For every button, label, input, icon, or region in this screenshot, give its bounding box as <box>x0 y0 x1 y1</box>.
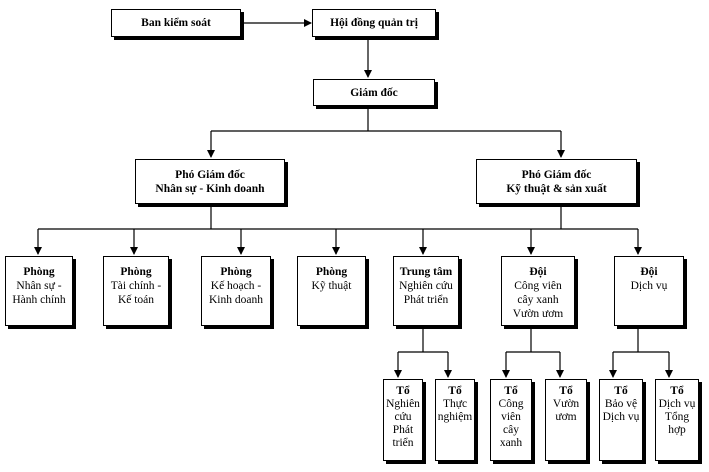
unit-title: Trung tâm <box>399 266 453 278</box>
group-line: Thực <box>442 398 468 410</box>
unit-line: Dịch vụ <box>630 280 668 292</box>
group-line: Nghiên <box>386 398 420 410</box>
group-line: Dịch vụ <box>658 398 696 410</box>
board-of-directors-label: Hội đồng quản trị <box>330 17 418 29</box>
unit-title: Phòng <box>120 266 152 278</box>
deputy-tech-production-box: Phó Giám đốc Kỹ thuật & sản xuất <box>476 159 637 204</box>
group-line: Công <box>498 398 524 410</box>
unit-research-center-box: Trung tâm Nghiên cứu Phát triển <box>393 256 459 326</box>
deputy-hr-business-box: Phó Giám đốc Nhân sự - Kinh doanh <box>135 159 285 204</box>
unit-line: Nghiên cứu <box>399 280 453 292</box>
unit-title: Phòng <box>23 266 55 278</box>
group-park-greenery-box: Tổ Công viên cây xanh <box>490 379 532 461</box>
unit-line: cây xanh <box>517 294 559 306</box>
group-line: hợp <box>668 424 686 436</box>
group-experiment-box: Tổ Thực nghiệm <box>435 379 475 461</box>
unit-technical-box: Phòng Kỹ thuật <box>297 256 366 326</box>
group-security-box: Tổ Bảo vệ Dịch vụ <box>599 379 643 461</box>
group-line: Vườn <box>552 398 580 410</box>
supervisory-board-box: Ban kiểm soát <box>111 9 241 37</box>
group-line: cứu <box>394 411 412 423</box>
unit-line: Vườn ươm <box>512 308 564 320</box>
unit-line: Công viên <box>514 280 562 292</box>
group-line: nghiệm <box>437 411 473 423</box>
unit-title: Phòng <box>315 266 348 278</box>
unit-title: Phòng <box>220 266 252 278</box>
unit-finance-accounting-box: Phòng Tài chính - Kế toán <box>103 256 169 326</box>
group-line: Phát <box>392 424 414 436</box>
group-line: Bảo vệ <box>604 398 638 410</box>
unit-line: Nhân sự - <box>16 280 62 292</box>
deputy-subtitle: Kỹ thuật & sản xuất <box>506 182 607 195</box>
unit-hr-admin-box: Phòng Nhân sự - Hành chính <box>5 256 73 326</box>
unit-planning-business-box: Phòng Kế hoạch - Kinh doanh <box>201 256 271 326</box>
deputy-title: Phó Giám đốc <box>521 168 592 181</box>
group-title: Tổ <box>670 385 684 397</box>
group-line: triển <box>392 437 414 449</box>
group-title: Tổ <box>504 385 518 397</box>
group-line: ươm <box>555 411 577 423</box>
unit-line: Kế toán <box>117 294 155 306</box>
group-title: Tổ <box>559 385 573 397</box>
unit-service-team-box: Đội Dịch vụ <box>614 256 684 326</box>
deputy-title: Phó Giám đốc <box>175 168 245 181</box>
unit-line: Kỹ thuật <box>311 280 352 292</box>
deputy-subtitle: Nhân sự - Kinh doanh <box>155 182 265 195</box>
director-box: Giám đốc <box>313 79 435 106</box>
group-line: xanh <box>499 437 523 449</box>
group-line: cây <box>503 424 519 436</box>
group-title: Tổ <box>396 385 410 397</box>
unit-title: Đội <box>640 266 658 278</box>
group-general-service-box: Tổ Dịch vụ Tổng hợp <box>655 379 699 461</box>
unit-title: Đội <box>529 266 547 278</box>
board-of-directors-box: Hội đồng quản trị <box>312 9 436 37</box>
group-title: Tổ <box>448 385 462 397</box>
group-nursery-box: Tổ Vườn ươm <box>545 379 587 461</box>
supervisory-board-label: Ban kiểm soát <box>141 17 211 29</box>
unit-line: Kinh doanh <box>209 294 263 306</box>
group-research-dev-box: Tổ Nghiên cứu Phát triển <box>383 379 423 461</box>
unit-line: Hành chính <box>12 294 66 306</box>
unit-line: Tài chính - <box>110 280 162 292</box>
group-line: Tổng <box>664 411 690 423</box>
director-label: Giám đốc <box>350 86 398 99</box>
unit-greenery-team-box: Đội Công viên cây xanh Vườn ươm <box>501 256 575 326</box>
unit-line: Kế hoạch - <box>210 280 262 292</box>
unit-line: Phát triển <box>403 294 449 306</box>
group-line: Dịch vụ <box>602 411 640 423</box>
group-line: viên <box>501 411 521 423</box>
group-title: Tổ <box>614 385 628 397</box>
